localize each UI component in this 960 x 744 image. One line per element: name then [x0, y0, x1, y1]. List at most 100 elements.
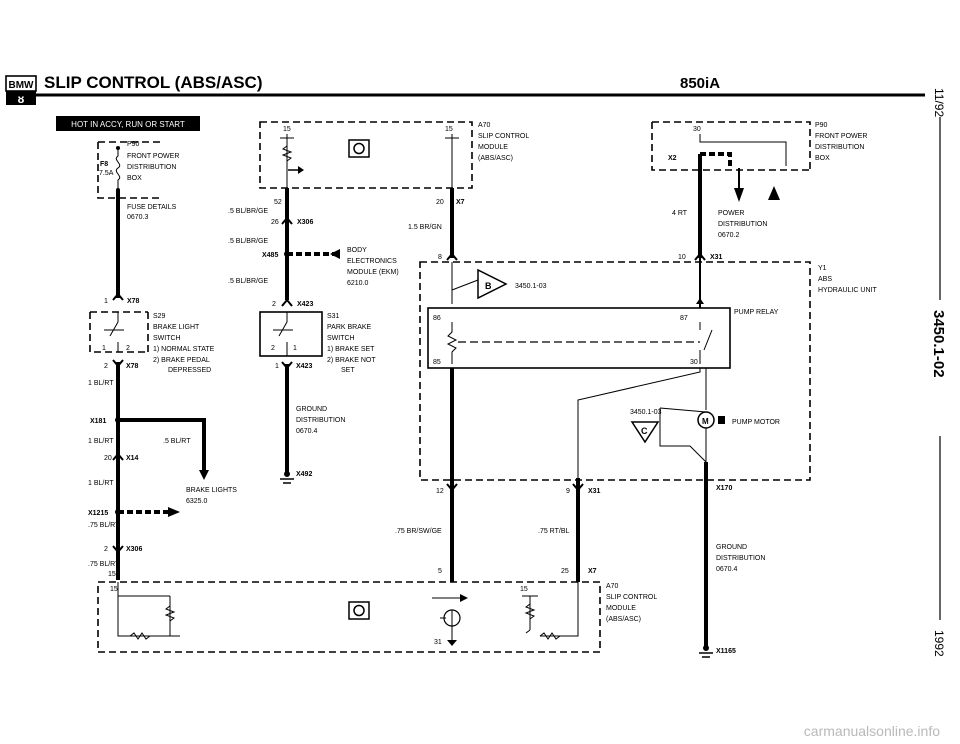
- wire-label-2b: .5 BL/RT: [163, 438, 191, 445]
- pd-2: DISTRIBUTION: [718, 221, 767, 228]
- s29-line1: BRAKE LIGHT: [153, 324, 200, 331]
- body-1: BODY: [347, 247, 367, 254]
- x423-connector: [281, 298, 293, 307]
- fuse-amp: 7.5A: [99, 170, 114, 177]
- a70-bottom-resistor-wave: [129, 632, 151, 640]
- x306-left-name: X306: [126, 546, 142, 553]
- wire-label-3: 1 BL/RT: [88, 480, 114, 487]
- x306-left-pin: 2: [104, 546, 108, 553]
- s31-box: [259, 311, 323, 357]
- pump-motor-m: M: [702, 417, 709, 426]
- x485-name: X485: [262, 252, 278, 259]
- side-date: 11/92: [932, 88, 946, 117]
- a70-top-line3: (ABS/ASC): [478, 155, 513, 162]
- body-electronics-arrow: [330, 249, 340, 259]
- x7-bottom-name: X7: [588, 568, 597, 575]
- y1-line1: ABS: [818, 276, 832, 283]
- ref-c-triangle: [630, 421, 660, 444]
- a70-bottom-resistor-wave-r: [539, 632, 561, 640]
- a70-bottom-line2: MODULE: [606, 605, 636, 612]
- a70-top-module-icon-circle: [353, 142, 365, 155]
- s31-line1: PARK BRAKE: [327, 324, 372, 331]
- a70-left-pin: 15: [108, 571, 116, 578]
- x1165-ground-dot: [703, 645, 709, 651]
- p90-left-line2: DISTRIBUTION: [127, 164, 176, 171]
- a70-top-resistor: [281, 145, 293, 162]
- pin9-connector: [572, 483, 584, 492]
- p90-left-line1: FRONT POWER: [127, 153, 179, 160]
- ref-b-line: [451, 262, 479, 304]
- x181-name: X181: [90, 418, 106, 425]
- a70-bottom-pin-l: 15: [110, 586, 118, 593]
- right-pin30: 30: [693, 126, 701, 133]
- s29-note2b: DEPRESSED: [168, 367, 211, 374]
- p90-right-line3: BOX: [815, 155, 830, 162]
- pin-20: 20: [436, 199, 444, 206]
- s29-pin1: 1: [102, 345, 106, 352]
- x31-bottom-name: X31: [588, 488, 601, 495]
- s29-code: S29: [153, 313, 166, 320]
- pin-8: 8: [438, 254, 442, 261]
- pin-31: 31: [434, 639, 442, 646]
- x492-name: X492: [296, 471, 312, 478]
- x14-connector-symbol: [112, 452, 124, 461]
- brake-lights-arrow: [199, 470, 209, 480]
- fuse-name: F8: [100, 161, 108, 168]
- s31-pin1: 1: [293, 345, 297, 352]
- a70-top-box: [259, 121, 473, 189]
- x1215-arrow: [168, 507, 180, 517]
- s31-note2b: SET: [341, 367, 355, 374]
- wire-to-brake-lights: [118, 418, 206, 470]
- s31-note2a: 2) BRAKE NOT: [327, 357, 376, 364]
- a70-bottom-resistor-l: [164, 605, 176, 622]
- a70-bottom-circuit-left: [117, 582, 180, 637]
- bottom-module: 15 15 31 A70 SLIP CONTROL MODULE (ABS/AS…: [97, 581, 657, 653]
- x423-name: X423: [297, 301, 313, 308]
- hot-banner: HOT IN ACCY, RUN OR START: [56, 116, 200, 131]
- wire-label-1: 1 BL/RT: [88, 380, 114, 387]
- x2-name: X2: [668, 155, 677, 162]
- a70-top-line2: MODULE: [478, 144, 508, 151]
- p90-left-code: P90: [127, 141, 140, 148]
- wire-brgn-label: 1.5 BR/GN: [408, 224, 442, 231]
- pump-motor-label: PUMP MOTOR: [732, 419, 780, 426]
- x423b-pin: 1: [275, 363, 279, 370]
- ref-b-page: 3450.1-03: [515, 283, 547, 290]
- ref-b-triangle: [477, 268, 508, 300]
- x306-center-connector: [281, 216, 293, 225]
- ground-center-2: DISTRIBUTION: [296, 417, 345, 424]
- relay-contact: [699, 322, 713, 364]
- brake-lights-2: 6325.0: [186, 498, 208, 505]
- page-title: SLIP CONTROL (ABS/ASC): [44, 73, 263, 92]
- series-logo-text: 8: [18, 92, 25, 106]
- a70-top-module-icon: [348, 139, 370, 158]
- pump-relay-label: PUMP RELAY: [734, 309, 779, 316]
- ref-c-letter: C: [641, 426, 648, 436]
- pin-5: 5: [438, 568, 442, 575]
- s29-pin2: 2: [126, 345, 130, 352]
- brake-lights-1: BRAKE LIGHTS: [186, 487, 237, 494]
- banner-box: [56, 116, 200, 131]
- p90-right-line1: FRONT POWER: [815, 133, 867, 140]
- p90-right-box: [651, 121, 811, 171]
- ref-b-letter: B: [485, 281, 492, 291]
- y1-box: [419, 261, 811, 481]
- wire-motor-out: [659, 407, 707, 463]
- wire-4rt-label: 4 RT: [672, 210, 688, 217]
- ground-right-1: GROUND: [716, 544, 747, 551]
- fuse-details-2: 0670.3: [127, 214, 149, 221]
- relay-87-arrow: [696, 298, 704, 304]
- pin-25: 25: [561, 568, 569, 575]
- p90-left-box: [97, 141, 162, 199]
- a70-bottom-module-icon: [348, 601, 370, 620]
- x170-name: X170: [716, 485, 732, 492]
- pin-85: 85: [433, 359, 441, 366]
- x78b-pin: 2: [104, 363, 108, 370]
- a70-top-line1: SLIP CONTROL: [478, 133, 529, 140]
- wire-blbrge-1: .5 BL/BR/GE: [228, 208, 268, 215]
- wire-relay-to-motor: [577, 368, 701, 478]
- a70-bottom-box: [97, 581, 601, 653]
- model-label: 850iA: [680, 75, 720, 92]
- ground-center-3: 0670.4: [296, 428, 318, 435]
